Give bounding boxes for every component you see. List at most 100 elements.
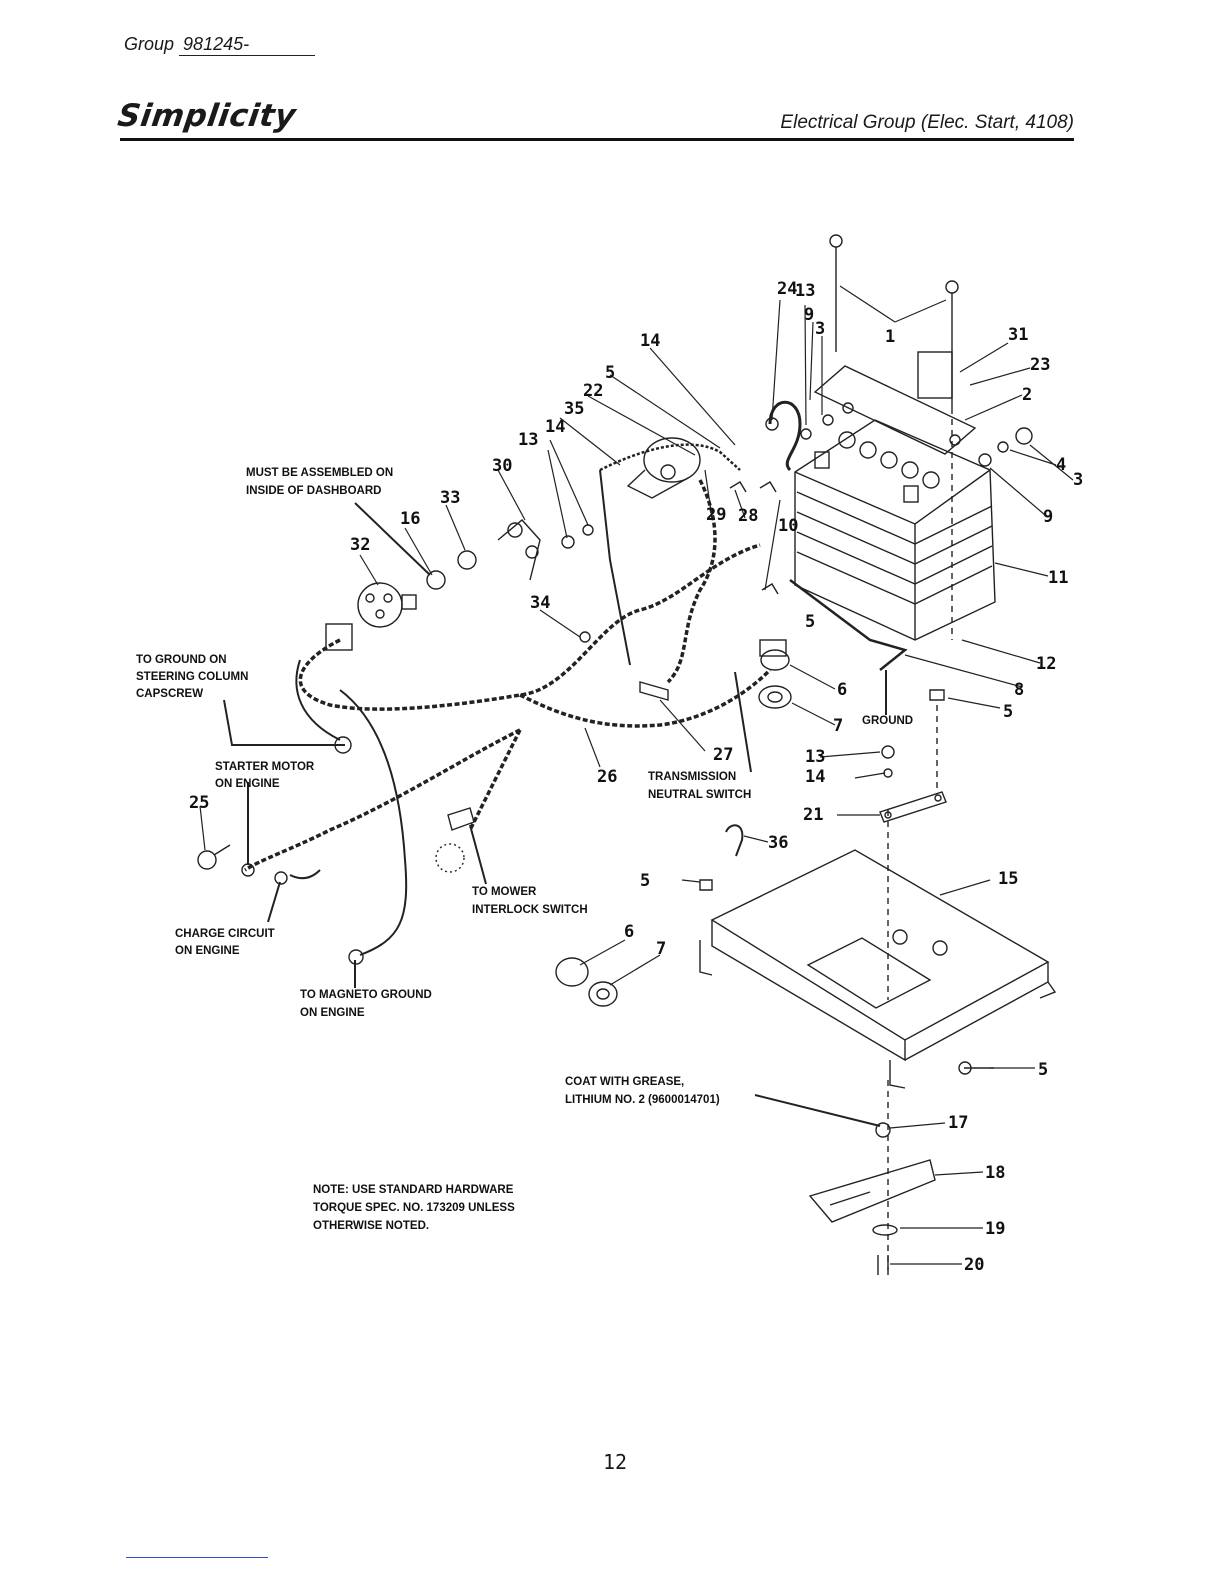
washer-icon [978, 453, 992, 467]
ring-terminal-25-icon [197, 844, 231, 870]
callout-starter-motor-1: STARTER MOTOR [215, 761, 315, 773]
part-number: 29 [706, 505, 726, 525]
nut-icon [1015, 427, 1033, 445]
washer-icon [561, 535, 575, 549]
ground-wire-icon [289, 659, 408, 956]
switch-lower-icon [555, 957, 618, 1007]
part-number: 14 [805, 767, 825, 787]
part-number: 1 [885, 327, 895, 347]
part-number: 6 [624, 922, 634, 942]
callout-grease-1: COAT WITH GREASE, [565, 1076, 684, 1088]
part-number: 9 [1043, 507, 1053, 527]
part-number: 5 [805, 612, 815, 632]
part-number: 14 [545, 417, 565, 437]
part-number: 33 [440, 488, 460, 508]
note-line-3: OTHERWISE NOTED. [313, 1220, 429, 1232]
connector-icon [447, 807, 475, 831]
bolt-icon [729, 481, 747, 493]
cable-icon [599, 443, 741, 472]
part-number: 15 [998, 869, 1018, 889]
nut-icon [881, 745, 895, 759]
part-number: 17 [948, 1113, 968, 1133]
part-number: 20 [964, 1255, 984, 1275]
callout-ground-steering-2: STEERING COLUMN [136, 671, 248, 683]
nut-icon [426, 570, 446, 590]
ring-terminal-icon [274, 871, 288, 885]
washer-icon [997, 441, 1009, 453]
plug-connector-icon [325, 623, 353, 651]
ground-cable-icon [789, 579, 908, 671]
part-number: 4 [1056, 455, 1066, 475]
part-number: 5 [1038, 1060, 1048, 1080]
callout-ground-steering-3: CAPSCREW [136, 688, 203, 700]
washer-icon [872, 1224, 898, 1236]
ignition-key-icon [497, 519, 541, 581]
note-line-1: NOTE: USE STANDARD HARDWARE [313, 1184, 514, 1196]
part-number: 13 [805, 747, 825, 767]
callout-charge-circuit-1: CHARGE CIRCUIT [175, 928, 275, 940]
part-number: 32 [350, 535, 370, 555]
washer-icon [822, 414, 834, 426]
part-number: 13 [795, 281, 815, 301]
group-header: Group 981245- [124, 34, 316, 56]
bolt-icon [699, 879, 713, 891]
washer-icon [883, 768, 893, 778]
part-number: 12 [1036, 654, 1056, 674]
callout-starter-motor-2: ON ENGINE [215, 778, 280, 790]
part-number: 35 [564, 399, 584, 419]
footer-rule [126, 1557, 268, 1558]
nut-icon [457, 550, 477, 570]
part-number: 21 [803, 805, 823, 825]
bushing-icon [875, 1122, 891, 1138]
part-number: 3 [815, 319, 825, 339]
callout-transmission-2: NEUTRAL SWITCH [648, 789, 751, 801]
bolt-icon [929, 689, 945, 701]
ring-terminal-icon [241, 863, 255, 877]
neutral-switch-icon [758, 639, 792, 709]
part-number: 8 [1014, 680, 1024, 700]
part-number: 3 [1073, 470, 1083, 490]
callout-grease-2: LITHIUM NO. 2 (9600014701) [565, 1094, 720, 1106]
note-line-2: TORQUE SPEC. NO. 173209 UNLESS [313, 1202, 515, 1214]
plate-icon [808, 1159, 936, 1223]
callout-must-assemble-1: MUST BE ASSEMBLED ON [246, 467, 393, 479]
callout-transmission-1: TRANSMISSION [648, 771, 736, 783]
solenoid-icon [626, 437, 701, 499]
part-number: 10 [778, 516, 798, 536]
bolt-icon [759, 481, 777, 493]
interlock-plug-icon [435, 843, 465, 873]
part-number: 25 [189, 793, 209, 813]
group-label: Group [124, 34, 175, 54]
callout-ground-steering-1: TO GROUND ON [136, 654, 227, 666]
part-number: 27 [713, 745, 733, 765]
part-number: 14 [640, 331, 660, 351]
callout-charge-circuit-2: ON ENGINE [175, 945, 240, 957]
part-number: 31 [1008, 325, 1028, 345]
part-number: 9 [804, 305, 814, 325]
callout-mower-interlock-1: TO MOWER [472, 886, 537, 898]
tie-icon [579, 631, 591, 643]
callout-magneto-ground-2: ON ENGINE [300, 1007, 365, 1019]
part-number: 11 [1048, 568, 1068, 588]
part-number: 13 [518, 430, 538, 450]
part-number: 7 [833, 716, 843, 736]
part-number: 6 [837, 680, 847, 700]
part-number: 34 [530, 593, 550, 613]
part-number: 22 [583, 381, 603, 401]
bracket-icon [813, 365, 977, 455]
pin-icon [877, 1255, 889, 1275]
bolt-icon [761, 583, 779, 595]
connector-icon [639, 681, 669, 701]
callout-must-assemble-2: INSIDE OF DASHBOARD [246, 485, 381, 497]
part-number: 28 [738, 506, 758, 526]
part-number: 26 [597, 767, 617, 787]
washer-icon [800, 428, 812, 440]
part-number: 24 [777, 279, 797, 299]
clip-icon [725, 824, 744, 857]
part-number: 2 [1022, 385, 1032, 405]
part-number: 18 [985, 1163, 1005, 1183]
header-rule [120, 138, 1074, 141]
part-number: 30 [492, 456, 512, 476]
callout-mower-interlock-2: INTERLOCK SWITCH [472, 904, 588, 916]
